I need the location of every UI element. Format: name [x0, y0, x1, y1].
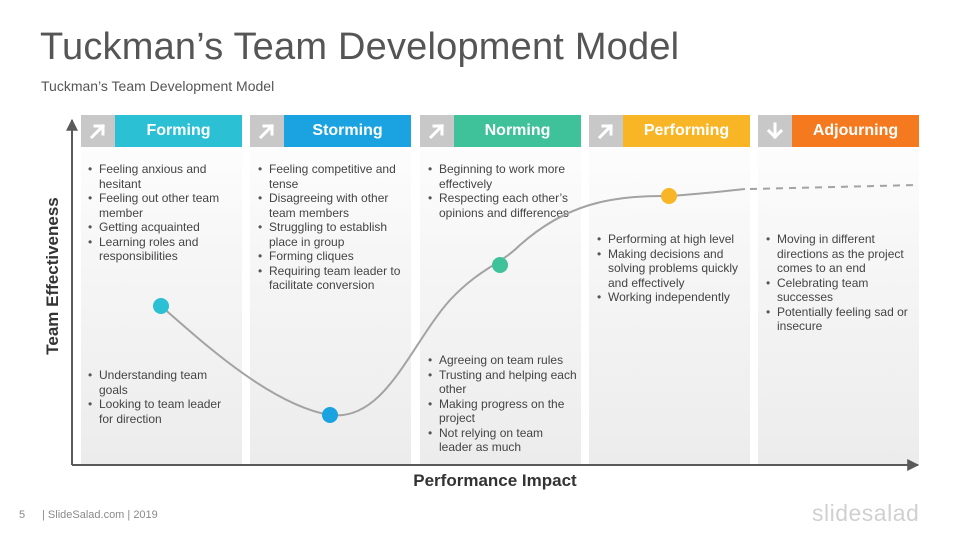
- stage-column-storming: Storming Feeling competitive and tense D…: [250, 115, 411, 465]
- x-axis-label: Performance Impact: [413, 471, 577, 490]
- stage-label-storming: Storming: [284, 115, 411, 147]
- stage-label-performing: Performing: [623, 115, 750, 147]
- list-item: Celebrating team successes: [766, 276, 916, 305]
- list-item: Working independently: [597, 290, 747, 305]
- norming-marker: [492, 257, 508, 273]
- list-item: Making progress on the project: [428, 397, 578, 426]
- list-item: Struggling to establish place in group: [258, 220, 408, 249]
- list-item: Requiring team leader to facilitate conv…: [258, 264, 408, 293]
- stage-column-performing: Performing Performing at high level Maki…: [589, 115, 750, 465]
- forming-marker: [153, 298, 169, 314]
- list-item: Making decisions and solving problems qu…: [597, 247, 747, 291]
- list-item: Performing at high level: [597, 232, 747, 247]
- effectiveness-curve: [160, 188, 746, 417]
- stage-header-performing: Performing: [589, 115, 750, 147]
- list-item: Forming cliques: [258, 249, 408, 264]
- storming-marker: [322, 407, 338, 423]
- arrow-up-right-icon: [589, 115, 623, 147]
- stage-header-forming: Forming: [81, 115, 242, 147]
- list-item: Feeling out other team member: [88, 191, 238, 220]
- stage-label-adjourning: Adjourning: [792, 115, 919, 147]
- stage-label-forming: Forming: [115, 115, 242, 147]
- list-item: Trusting and helping each other: [428, 368, 578, 397]
- stage-header-storming: Storming: [250, 115, 411, 147]
- list-item: Respecting each other’s opinions and dif…: [428, 191, 578, 220]
- y-axis-label: Team Effectiveness: [43, 197, 62, 355]
- performing-list: Performing at high level Making decision…: [597, 232, 747, 305]
- stage-column-forming: Forming Feeling anxious and hesitant Fee…: [81, 115, 242, 465]
- list-item: Disagreeing with other team members: [258, 191, 408, 220]
- storming-top-list: Feeling competitive and tense Disagreein…: [258, 162, 408, 293]
- performing-marker: [661, 188, 677, 204]
- arrow-up-right-icon: [81, 115, 115, 147]
- list-item: Feeling anxious and hesitant: [88, 162, 238, 191]
- list-item: Feeling competitive and tense: [258, 162, 408, 191]
- forming-top-list: Feeling anxious and hesitant Feeling out…: [88, 162, 238, 264]
- forming-bottom-list: Understanding team goals Looking to team…: [88, 368, 238, 426]
- stage-header-norming: Norming: [420, 115, 581, 147]
- stage-header-adjourning: Adjourning: [758, 115, 919, 147]
- list-item: Looking to team leader for direction: [88, 397, 238, 426]
- page-title: Tuckman’s Team Development Model: [40, 26, 680, 68]
- adjourning-dashed-curve: [749, 184, 919, 190]
- list-item: Agreeing on team rules: [428, 353, 578, 368]
- list-item: Understanding team goals: [88, 368, 238, 397]
- list-item: Potentially feeling sad or insecure: [766, 305, 916, 334]
- list-item: Getting acquainted: [88, 220, 238, 235]
- arrow-up-right-icon: [250, 115, 284, 147]
- stage-column-adjourning: Adjourning Moving in different direction…: [758, 115, 919, 465]
- page-number: 5: [19, 509, 26, 521]
- stage-label-norming: Norming: [454, 115, 581, 147]
- brand-logo: slidesalad: [812, 500, 920, 526]
- page-subtitle: Tuckman’s Team Development Model: [41, 78, 275, 94]
- list-item: Not relying on team leader as much: [428, 426, 578, 455]
- footer-text: | SlideSalad.com | 2019: [42, 509, 158, 521]
- list-item: Beginning to work more effectively: [428, 162, 578, 191]
- norming-top-list: Beginning to work more effectively Respe…: [428, 162, 578, 220]
- stage-column-norming: Norming Beginning to work more effective…: [420, 115, 581, 465]
- list-item: Moving in different directions as the pr…: [766, 232, 916, 276]
- norming-bottom-list: Agreeing on team rules Trusting and help…: [428, 353, 578, 455]
- arrow-up-right-icon: [420, 115, 454, 147]
- list-item: Learning roles and responsibilities: [88, 235, 238, 264]
- arrow-down-icon: [758, 115, 792, 147]
- adjourning-list: Moving in different directions as the pr…: [766, 232, 916, 334]
